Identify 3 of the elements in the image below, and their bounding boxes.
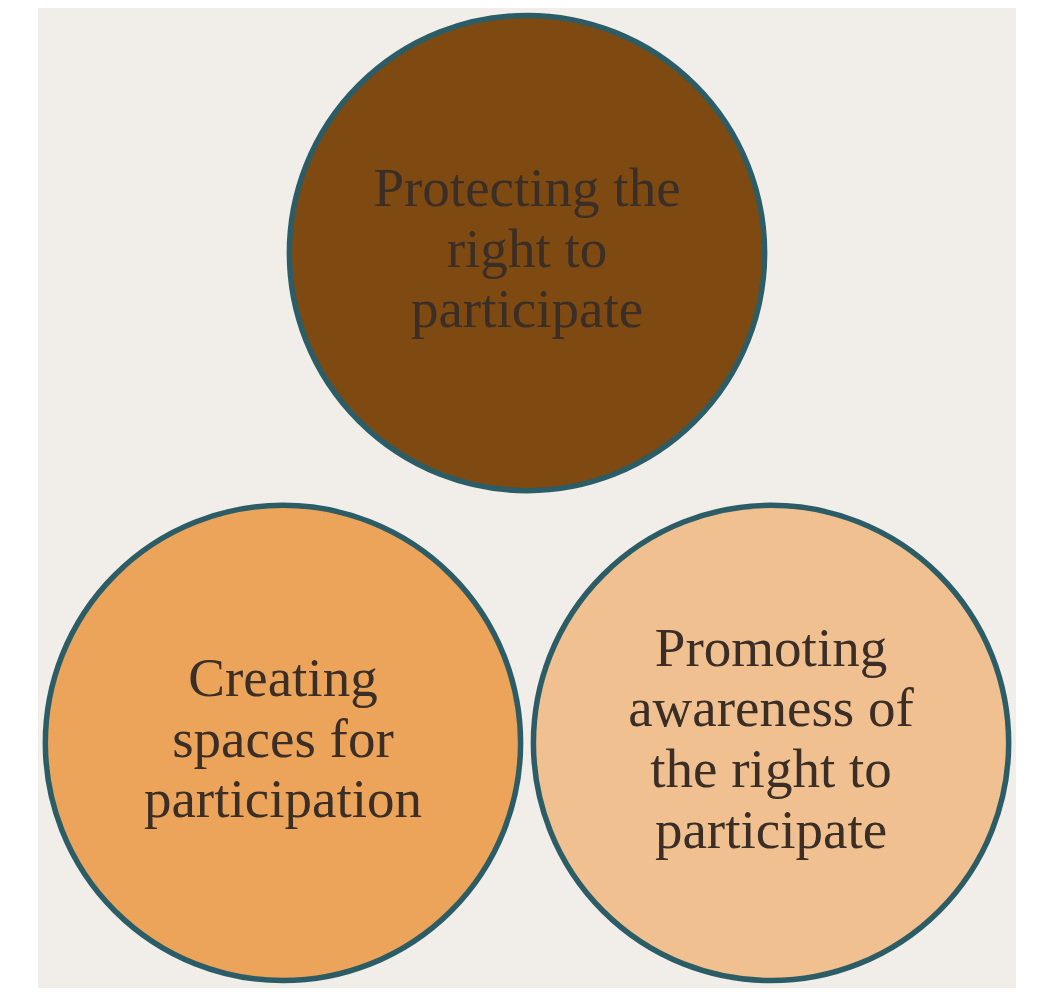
- node-circle: Creating spaces for participation: [42, 502, 524, 984]
- node-circle: Protecting the right to participate: [286, 12, 768, 494]
- node-circle: Promoting awareness of the right to participate: [530, 502, 1012, 984]
